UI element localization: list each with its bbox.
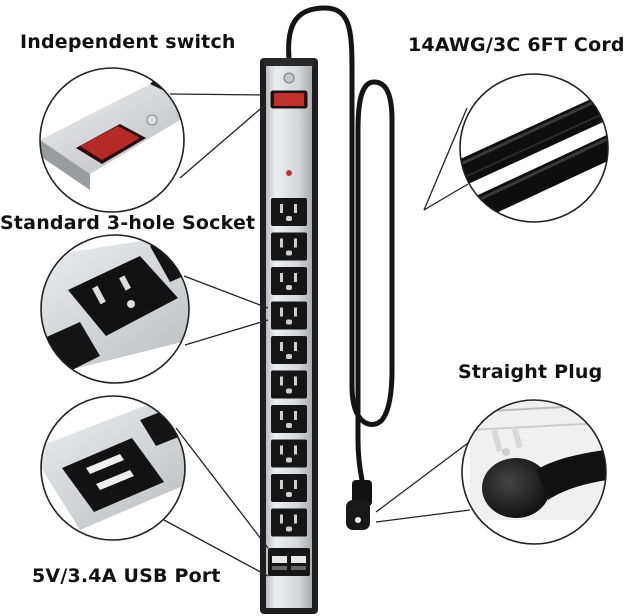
outlet[interactable]	[271, 232, 307, 261]
label-standard-socket: Standard 3-hole Socket	[0, 212, 256, 234]
usb-port-1[interactable]	[272, 556, 287, 563]
callout-circle-socket	[40, 234, 190, 384]
plug-small	[346, 480, 372, 530]
callout-circle-plug	[461, 399, 607, 545]
outlet[interactable]	[271, 508, 307, 537]
outlet[interactable]	[271, 405, 307, 433]
callout-circle-switch	[39, 67, 185, 213]
indicator-light	[286, 170, 292, 176]
label-usb-port: 5V/3.4A USB Port	[32, 565, 221, 587]
outlet[interactable]	[271, 267, 307, 295]
label-cord-spec: 14AWG/3C 6FT Cord	[408, 34, 625, 56]
callout-lines	[163, 93, 473, 577]
callout-circle-usb	[40, 395, 186, 541]
outlet[interactable]	[271, 439, 307, 468]
label-straight-plug: Straight Plug	[458, 361, 603, 383]
callout-circle-cord	[459, 73, 609, 223]
outlet[interactable]	[271, 370, 307, 399]
outlet[interactable]	[271, 198, 307, 226]
outlet-column	[271, 198, 307, 537]
label-independent-switch: Independent switch	[20, 31, 236, 53]
power-cord	[286, 5, 395, 483]
outlet[interactable]	[271, 301, 307, 330]
outlet[interactable]	[271, 336, 307, 364]
usb-port-2[interactable]	[291, 556, 306, 563]
usb-ports	[268, 548, 310, 576]
outlet[interactable]	[271, 474, 307, 502]
